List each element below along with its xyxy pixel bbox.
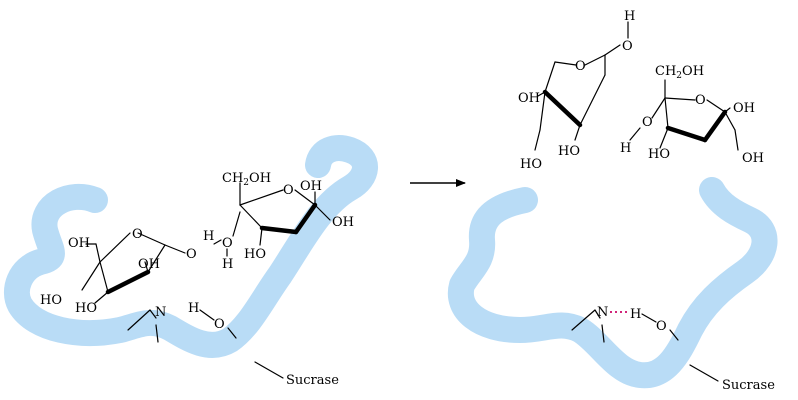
- glucose-right: H O O OH HO HO: [518, 9, 635, 172]
- fructose-right-ch2oh: CH2OH: [655, 64, 704, 81]
- glucose-left-oh-top: OH: [68, 236, 90, 251]
- fructose-left-oh-top: OH: [300, 179, 322, 194]
- glucose-right-oh-left: OH: [518, 91, 540, 106]
- site-o-left: O: [214, 317, 225, 332]
- fructose-right-oh-right: OH: [742, 151, 764, 166]
- enzyme-leader-left: [254, 361, 284, 379]
- fructose-right-ho-bottom: HO: [648, 147, 670, 162]
- glucose-right-ho-b: HO: [558, 144, 580, 159]
- site-h-left: H: [188, 301, 199, 316]
- right-panel: Sucrase H O O OH HO HO CH2OH: [447, 9, 778, 393]
- glucose-left-oh-c3: OH: [138, 257, 160, 272]
- enzyme-shape-right: [447, 177, 778, 389]
- enzyme-shape-left: [3, 135, 378, 358]
- fructose-right-o-left: O: [642, 115, 653, 130]
- left-panel: Sucrase OH O O OH HO HO H O H: [3, 135, 378, 388]
- bridge-water-left: H O H: [203, 211, 241, 272]
- glucose-right-o-top: O: [622, 39, 633, 54]
- glucose-left-glyco-o: O: [186, 247, 197, 262]
- enzyme-leader-right: [689, 364, 719, 382]
- fructose-left-ch2oh: CH2OH: [222, 171, 271, 188]
- active-site-right: N H O: [571, 305, 679, 343]
- glucose-left: OH O O OH HO HO: [40, 227, 197, 316]
- fructose-right: CH2OH O OH OH HO O H: [620, 64, 764, 166]
- glucose-right-ho-a: HO: [520, 157, 542, 172]
- fructose-left: CH2OH O OH OH HO: [222, 171, 354, 262]
- glucose-left-ho-c4: HO: [40, 293, 62, 308]
- glucose-left-ho-c2: HO: [75, 301, 97, 316]
- bridge-o-mid: O: [222, 236, 233, 251]
- site-o-right: O: [656, 319, 667, 334]
- bridge-h-bot: H: [222, 257, 233, 272]
- enzyme-label-left: Sucrase: [286, 373, 339, 388]
- enzyme-label-right: Sucrase: [722, 378, 775, 393]
- fructose-right-ring-o: O: [695, 93, 706, 108]
- bridge-h-top: H: [203, 229, 214, 244]
- fructose-left-oh-right: OH: [332, 215, 354, 230]
- fructose-left-ring-o: O: [283, 183, 294, 198]
- glucose-left-ring-o: O: [132, 227, 143, 242]
- site-h-right: H: [630, 307, 641, 322]
- glucose-right-ring-o: O: [575, 59, 586, 74]
- site-n-left: N: [155, 305, 166, 320]
- site-n-right: N: [597, 305, 608, 320]
- fructose-right-oh-anomeric: OH: [733, 101, 755, 116]
- fructose-left-ho-bottom: HO: [244, 247, 266, 262]
- fructose-right-h-left: H: [620, 141, 631, 156]
- glucose-right-h-top: H: [624, 9, 635, 24]
- active-site-left: N H O: [127, 301, 237, 343]
